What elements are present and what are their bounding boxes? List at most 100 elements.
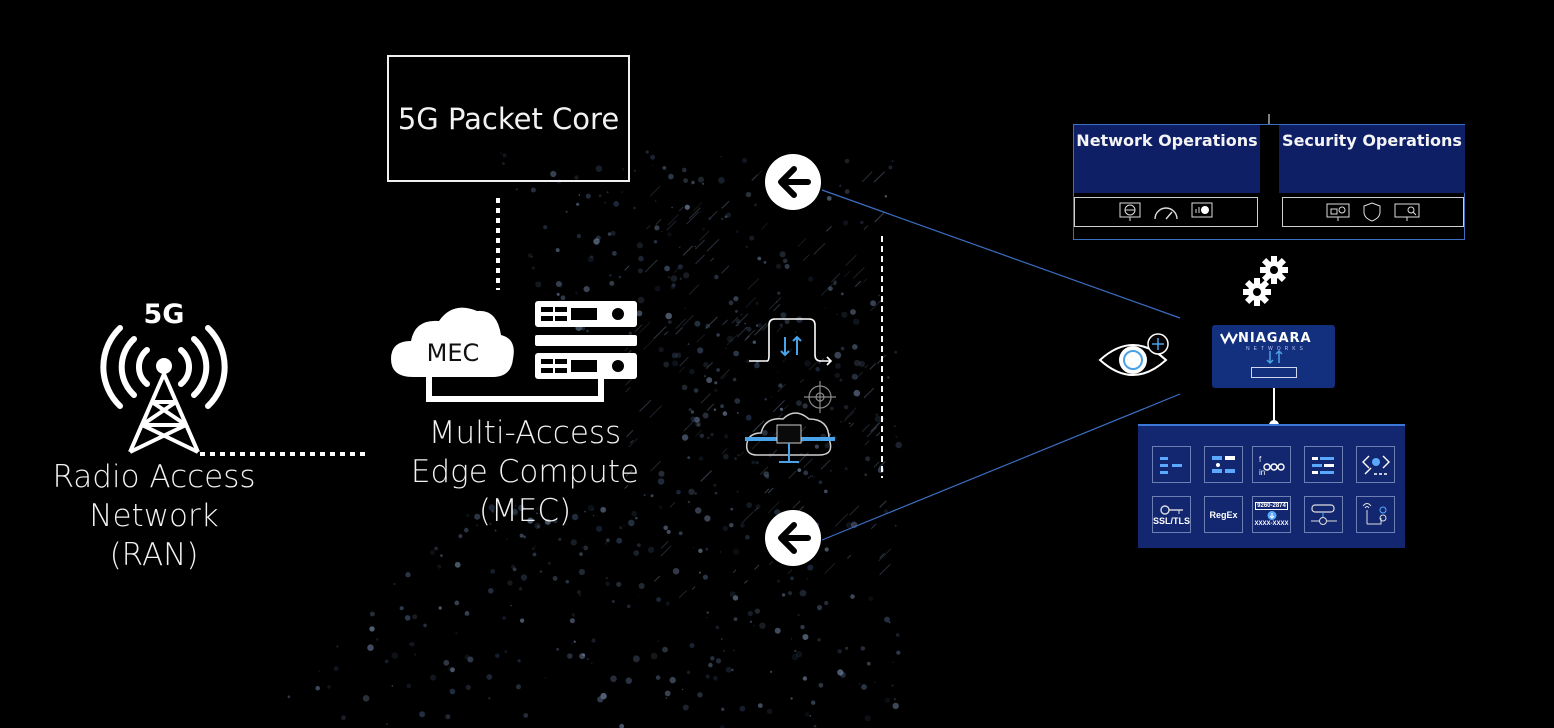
particle-dot <box>735 309 738 313</box>
particle-dot <box>369 611 375 617</box>
code-icon <box>1356 446 1395 483</box>
particle-streak <box>696 334 706 343</box>
particle-dot <box>575 291 578 295</box>
particle-dot <box>637 296 645 304</box>
niagara-appliance: NIAGARA NETWORKS <box>1212 325 1335 388</box>
particle-streak <box>772 400 785 413</box>
particle-dot <box>757 322 763 328</box>
particle-streak <box>830 273 841 283</box>
particle-dot <box>734 398 741 404</box>
particle-dot <box>850 594 855 599</box>
particle-dot <box>555 281 562 287</box>
security-operations-title: Security Operations <box>1282 131 1462 150</box>
particle-dot <box>683 307 686 310</box>
particle-dot <box>815 366 820 372</box>
gears-icon <box>1243 256 1288 306</box>
security-operations-icons <box>1282 197 1464 227</box>
particle-dot <box>754 203 758 207</box>
particle-streak <box>870 298 883 312</box>
particle-dot <box>888 621 891 624</box>
particle-dot <box>502 153 507 158</box>
particle-dot <box>776 263 782 269</box>
masking-output-label: XXXX-XXXX <box>1254 521 1289 527</box>
particle-dot <box>623 524 625 527</box>
particle-streak <box>653 325 667 339</box>
particle-streak <box>639 321 651 334</box>
particle-dot <box>645 150 649 154</box>
particle-dot <box>682 167 687 173</box>
particle-dot <box>705 547 709 551</box>
particle-dot <box>811 700 816 705</box>
particle-dot <box>619 526 623 530</box>
particle-dot <box>706 611 709 614</box>
particle-dot <box>683 272 690 279</box>
particle-dot <box>824 442 831 449</box>
particle-dot <box>506 538 508 540</box>
particle-dot <box>690 416 697 423</box>
particle-dot <box>834 372 841 379</box>
particle-streak <box>861 424 870 433</box>
particle-dot <box>556 648 559 651</box>
particle-dot <box>708 217 712 221</box>
particle-dot <box>327 685 331 689</box>
particle-dot <box>794 649 797 653</box>
particle-dot <box>696 423 701 427</box>
particle-dot <box>764 398 767 401</box>
particle-streak <box>879 553 885 559</box>
particle-streak <box>655 219 662 225</box>
particle-dot <box>895 435 898 438</box>
particle-dot <box>650 494 654 498</box>
particle-dot <box>824 547 829 552</box>
particle-streak <box>700 470 712 482</box>
niagara-logo-icon <box>1220 331 1238 345</box>
particle-dot <box>721 707 725 711</box>
particle-dot <box>707 436 710 439</box>
particle-dot <box>663 361 670 368</box>
particle-dot <box>550 170 557 178</box>
particle-dot <box>797 468 802 472</box>
particle-streak <box>646 224 651 230</box>
particle-dot <box>590 255 594 259</box>
particle-dot <box>384 659 389 664</box>
particle-dot <box>757 256 762 261</box>
particle-streak <box>745 329 755 339</box>
particle-dot <box>539 570 543 573</box>
particle-dot <box>745 414 752 421</box>
particle-streak <box>660 541 669 549</box>
particle-streak <box>736 326 748 338</box>
particle-dot <box>638 255 644 262</box>
particle-dot <box>341 715 346 720</box>
particle-dot <box>609 280 615 286</box>
particle-dot <box>714 491 718 495</box>
particle-dot <box>512 510 519 517</box>
particle-dot <box>628 331 632 335</box>
particle-streak <box>870 523 877 530</box>
particle-dot <box>534 522 541 530</box>
particle-dot <box>844 158 850 164</box>
particle-dot <box>740 313 743 316</box>
particle-dot <box>583 286 590 293</box>
particle-dot <box>671 352 678 359</box>
particle-dot <box>657 478 665 485</box>
regex-icon: RegEx <box>1204 496 1243 533</box>
particle-dot <box>693 546 695 549</box>
particle-dot <box>613 200 620 207</box>
ran-label-line-1: Radio Access <box>52 459 256 495</box>
particle-streak <box>807 475 812 480</box>
particle-dot <box>761 429 768 436</box>
particle-streak <box>782 357 788 363</box>
particle-dot <box>694 320 701 327</box>
particle-streak <box>679 356 689 367</box>
particle-dot <box>840 346 845 351</box>
particle-dot <box>598 194 602 198</box>
particle-dot <box>375 638 379 641</box>
particle-dot <box>658 347 664 353</box>
svg-text:f: f <box>1259 455 1262 464</box>
particle-dot <box>591 508 594 511</box>
particle-dot <box>687 456 691 459</box>
particle-dot <box>527 517 534 524</box>
particle-streak <box>654 575 661 582</box>
mec-cloud-icon: MEC <box>391 307 514 377</box>
particle-dot <box>552 576 558 581</box>
wireless-flow-icon <box>1356 496 1395 533</box>
